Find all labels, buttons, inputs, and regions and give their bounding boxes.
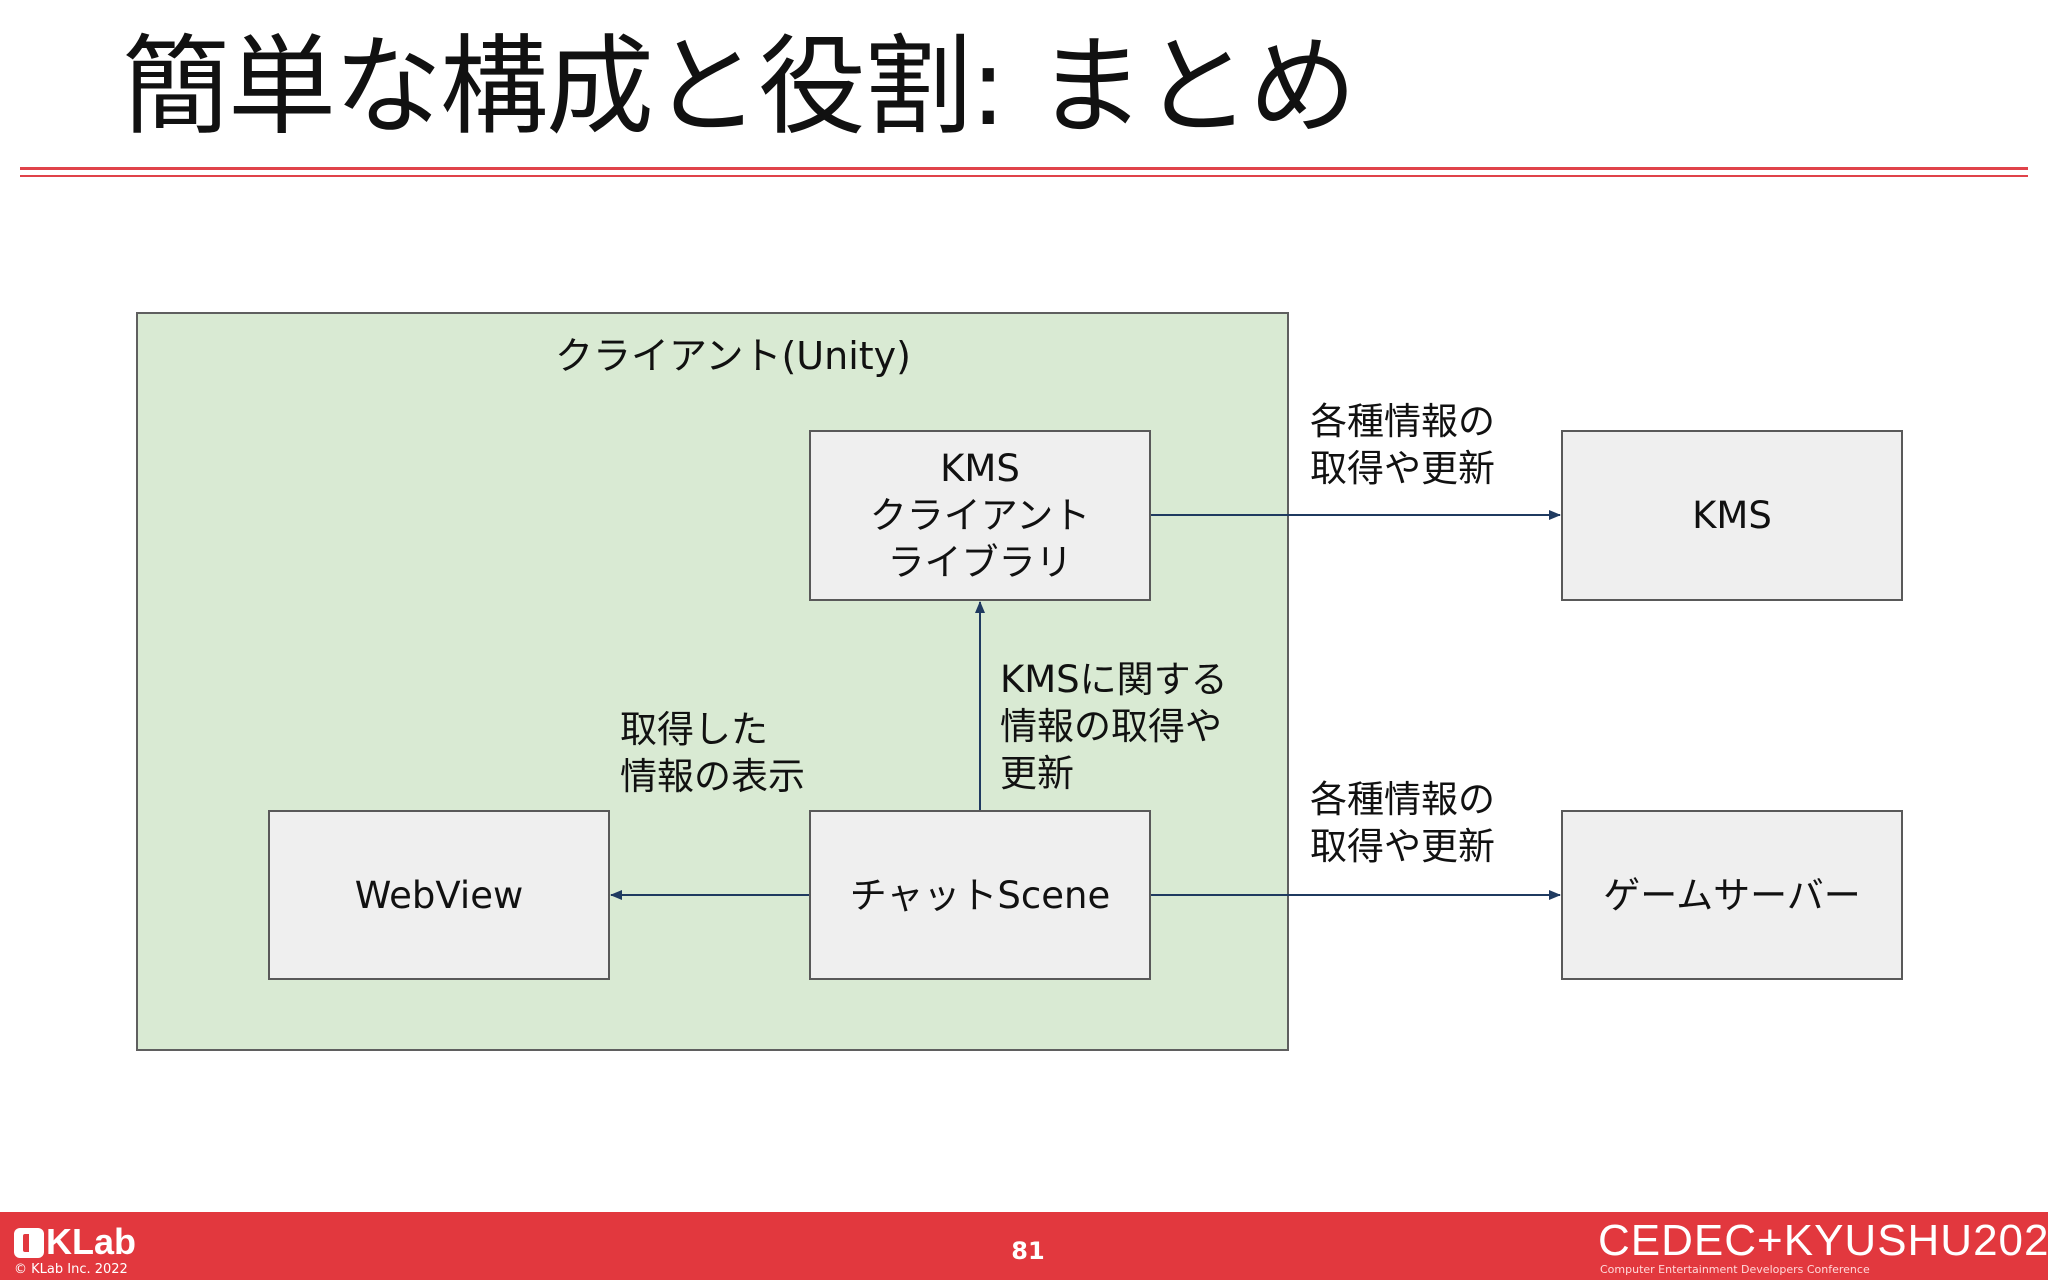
node-webview: WebView [268, 810, 610, 980]
node-chat-scene-label: チャットScene [849, 873, 1111, 917]
client-group-title: クライアント(Unity) [555, 334, 911, 378]
edge-label-library-to-kms: 各種情報の 取得や更新 [1310, 400, 1495, 490]
klab-logo: KLab [14, 1222, 136, 1262]
page-number: 81 [1011, 1237, 1045, 1265]
node-game-server: ゲームサーバー [1561, 810, 1903, 980]
node-chat-scene: チャットScene [809, 810, 1151, 980]
footer-bar [0, 1212, 2048, 1280]
node-kms: KMS [1561, 430, 1903, 601]
node-game-server-label: ゲームサーバー [1603, 873, 1861, 917]
slide-title: 簡単な構成と役割: まとめ [122, 25, 1357, 150]
edge-label-scene-to-webview: 取得した 情報の表示 [620, 708, 805, 798]
klab-logo-text: KLab [46, 1221, 136, 1262]
title-underline [20, 167, 2028, 170]
title-underline-thin [20, 175, 2028, 177]
node-kms-client-library: KMS クライアント ライブラリ [809, 430, 1151, 601]
node-kms-client-library-label: KMS クライアント ライブラリ [869, 447, 1091, 584]
klab-mark-icon [14, 1228, 44, 1258]
edge-label-scene-to-library: KMSに関する 情報の取得や 更新 [1000, 658, 1228, 795]
cedec-kyushu-logo: CEDEC+KYUSHU2022 [1598, 1216, 2048, 1265]
node-kms-label: KMS [1692, 494, 1772, 537]
cedec-subtitle: Computer Entertainment Developers Confer… [1600, 1263, 1870, 1276]
edge-label-scene-to-game-server: 各種情報の 取得や更新 [1310, 778, 1495, 868]
copyright: © KLab Inc. 2022 [14, 1262, 128, 1277]
node-webview-label: WebView [354, 873, 524, 917]
